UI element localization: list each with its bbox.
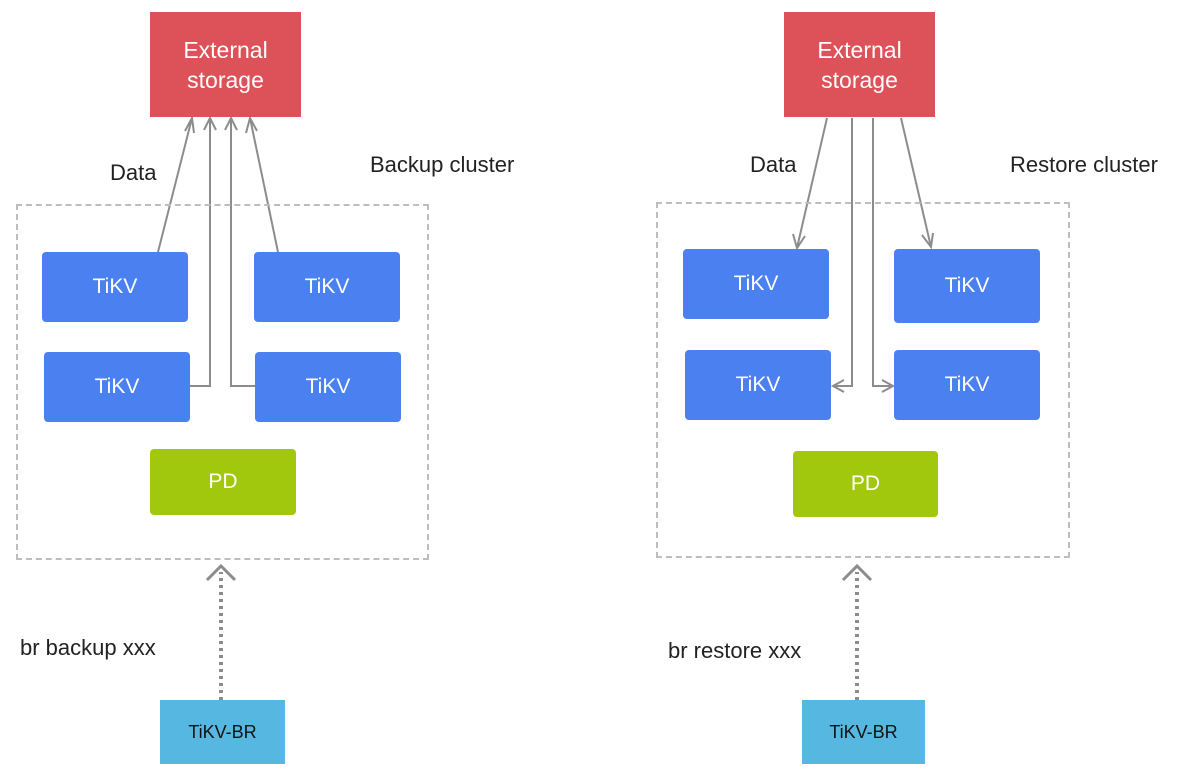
backup-command-label: br backup xxx <box>20 635 156 660</box>
restore-tikv-node-4: TiKV <box>894 350 1040 420</box>
restore-tikv-node-1: TiKV <box>683 249 829 319</box>
restore-tikv-node-2: TiKV <box>894 249 1040 323</box>
backup-data-arrow-3 <box>230 118 255 387</box>
backup-tikv-node-4: TiKV <box>255 352 401 422</box>
restore-tikv-br-tool: TiKV-BR <box>802 700 925 764</box>
restore-data-arrow-3 <box>872 118 893 387</box>
backup-tikv-node-3: TiKV <box>44 352 190 422</box>
backup-data-arrow-1 <box>157 117 193 253</box>
restore-data-arrow-2 <box>833 118 853 387</box>
restore-cluster-label: Restore cluster <box>1010 152 1158 177</box>
backup-data-arrow-2-head <box>203 115 217 131</box>
restore-data-arrow-4-head <box>921 232 934 250</box>
restore-data-arrow-2-head <box>830 379 845 393</box>
restore-data-arrow-1 <box>796 117 828 249</box>
restore-pd-node: PD <box>793 451 938 517</box>
backup-external-storage: External storage <box>150 12 301 117</box>
backup-command-arrow-head <box>205 563 237 582</box>
backup-cluster-label: Backup cluster <box>370 152 515 177</box>
backup-data-arrow-2 <box>190 118 211 387</box>
backup-data-arrow-3-head <box>224 115 238 131</box>
backup-tikv-node-2: TiKV <box>254 252 400 322</box>
backup-data-arrow-4-head <box>245 115 258 134</box>
restore-data-arrow-3-head <box>881 379 896 393</box>
restore-data-arrow-4 <box>900 117 932 248</box>
restore-command-arrow-head <box>841 563 873 582</box>
backup-tikv-br-tool: TiKV-BR <box>160 700 285 764</box>
restore-cluster <box>656 202 1070 558</box>
backup-tikv-node-1: TiKV <box>42 252 188 322</box>
restore-command-label: br restore xxx <box>668 638 802 663</box>
restore-tikv-node-3: TiKV <box>685 350 831 420</box>
restore-external-storage: External storage <box>784 12 935 117</box>
backup-data-arrow-4 <box>249 117 279 253</box>
restore-data-label: Data <box>750 152 797 177</box>
restore-data-arrow-1-head <box>792 233 806 251</box>
backup-data-arrow-1-head <box>184 114 195 134</box>
backup-data-label: Data <box>110 160 157 185</box>
backup-pd-node: PD <box>150 449 296 515</box>
backup-cluster <box>16 204 429 560</box>
